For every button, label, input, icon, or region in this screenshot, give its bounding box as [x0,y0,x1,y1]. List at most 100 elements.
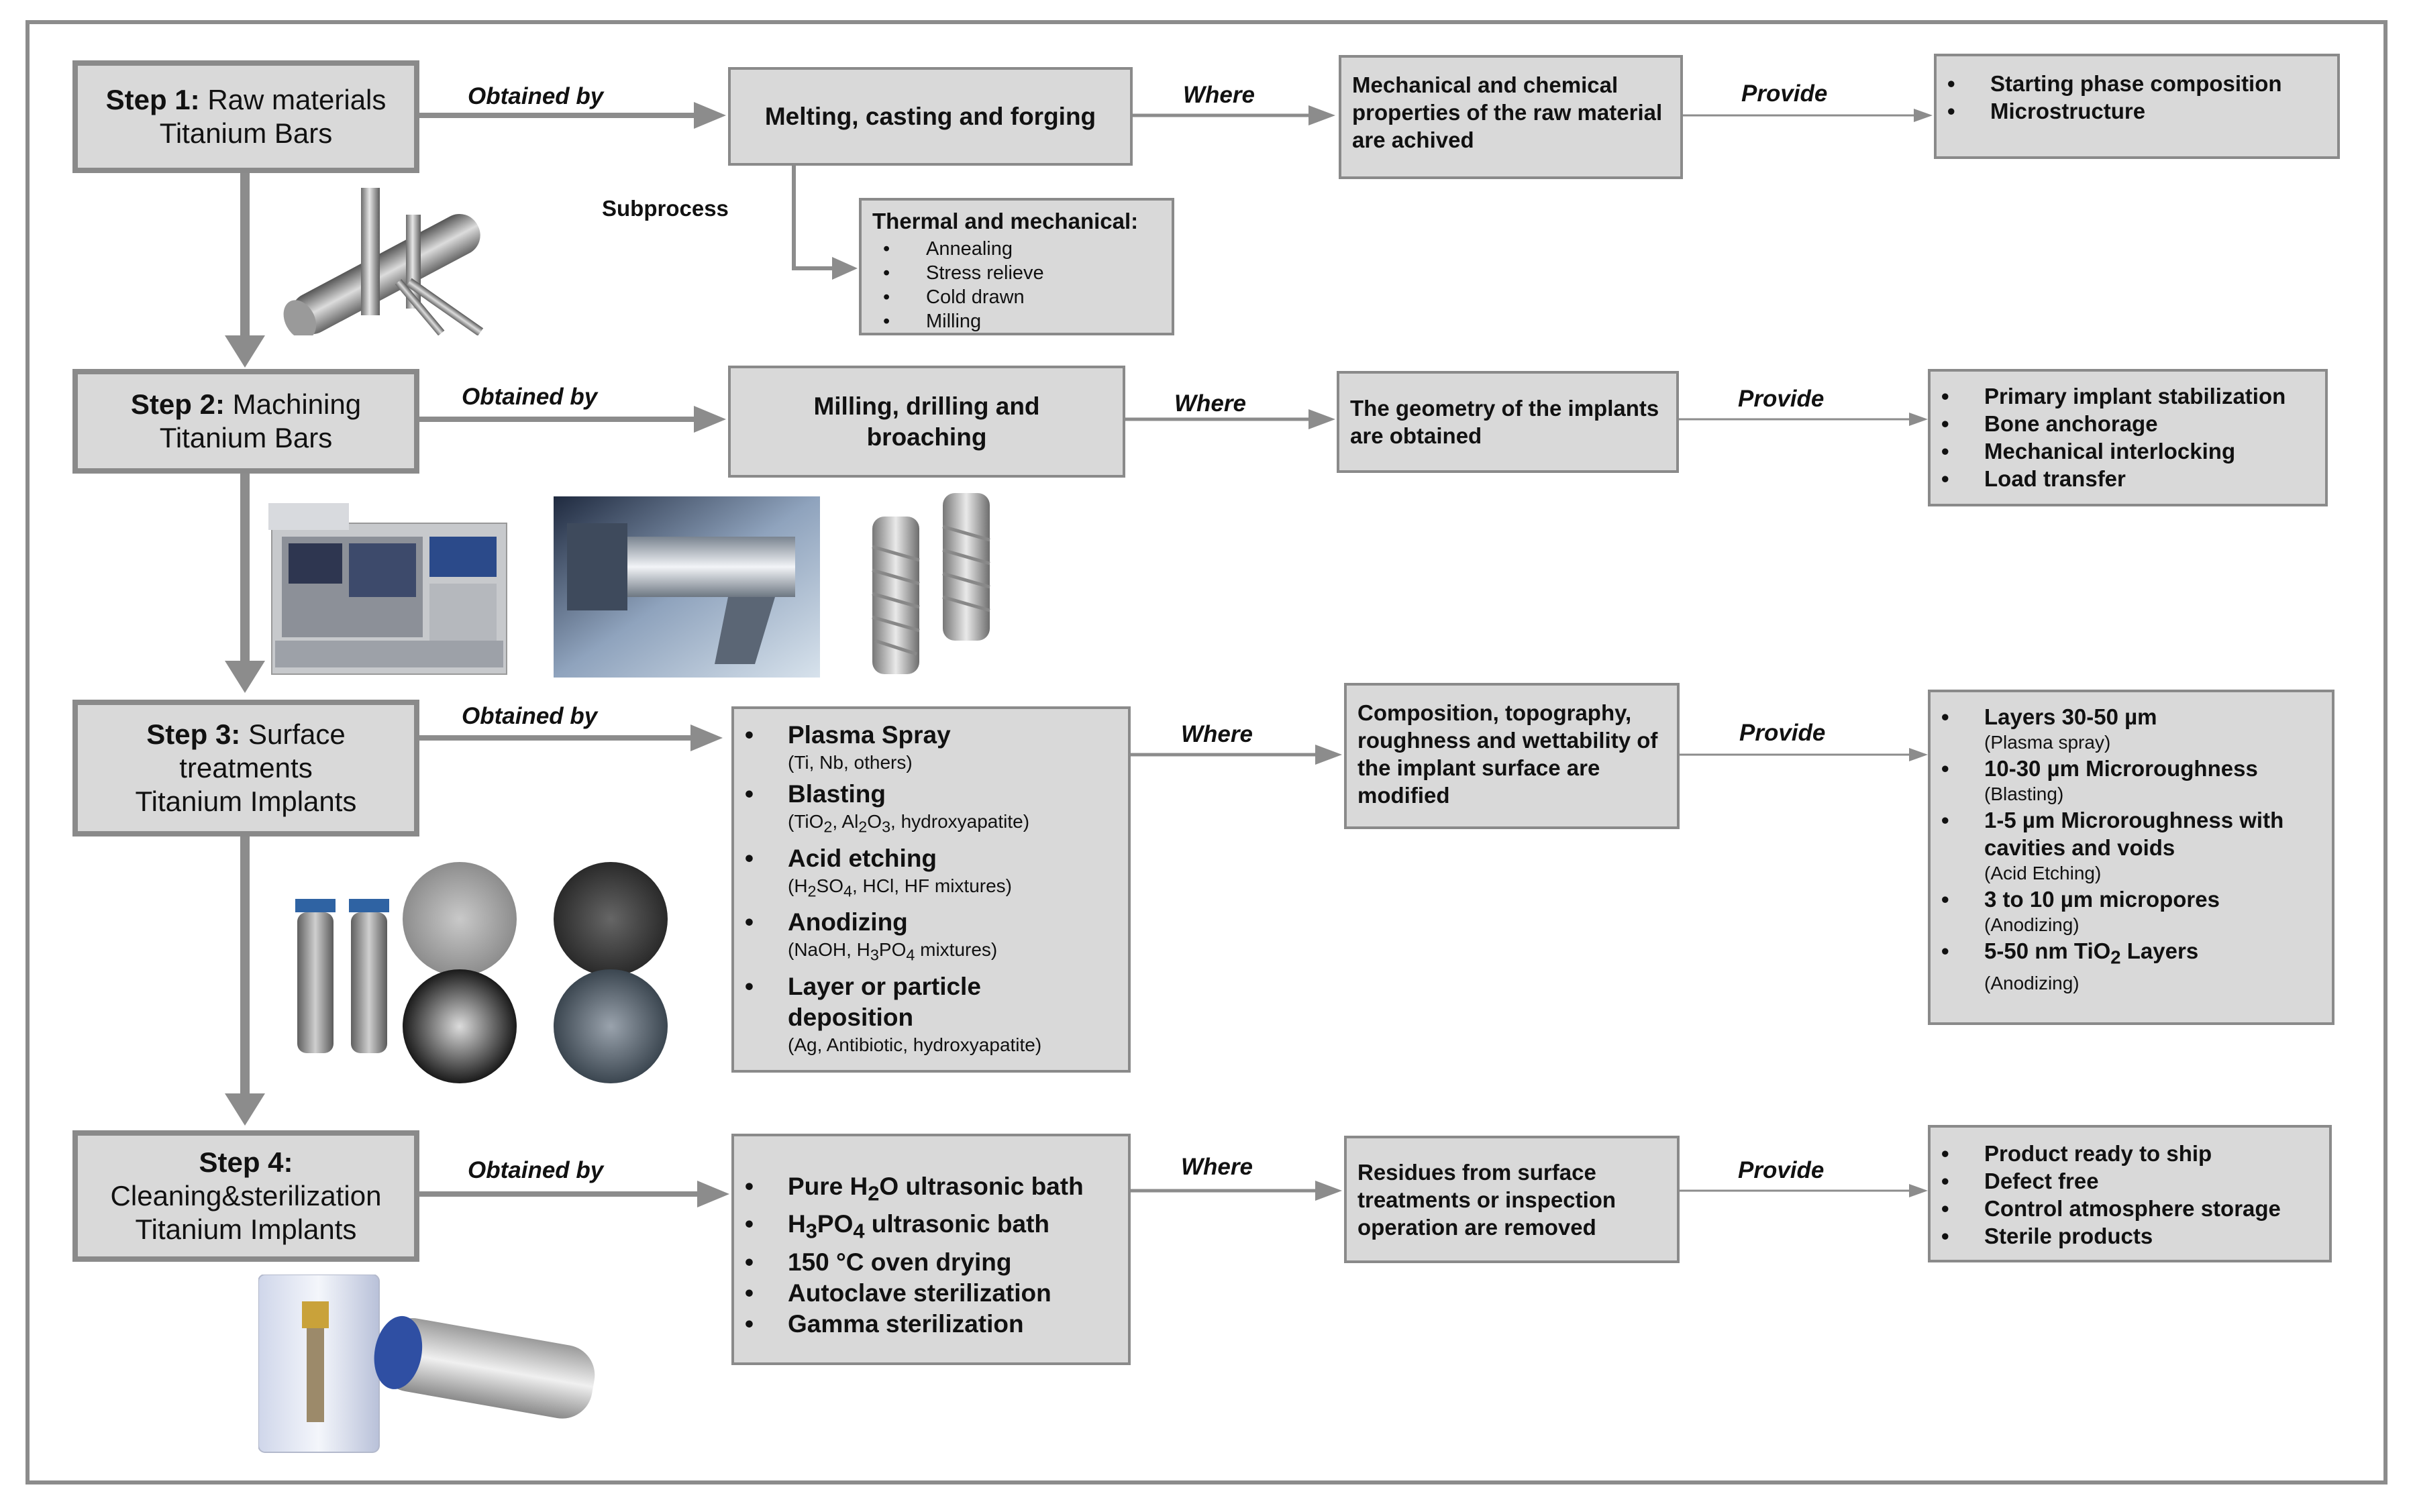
step-4-process-box: Pure H2O ultrasonic bath H3PO4 ultrasoni… [731,1134,1131,1365]
step-3-provide-item: Layers 30-50 µm (Plasma spray) [1931,703,2332,755]
step-2-result: The geometry of the implants are obtaine… [1350,396,1659,448]
step-3-provide-item: 5-50 nm TiO2 Layers (Anodizing) [1931,937,2332,995]
cnc-machine-image [268,490,527,681]
provide-label-1: Provide [1741,80,1828,107]
step-2-process-box: Milling, drilling and broaching [728,366,1125,478]
step-4-process-item: Autoclave sterilization [734,1278,1128,1309]
step-2-result-box: The geometry of the implants are obtaine… [1337,371,1679,473]
step-1-result: Mechanical and chemical properties of th… [1352,72,1663,152]
step-3-provides-box: Layers 30-50 µm (Plasma spray) 10-30 µm M… [1928,690,2334,1025]
step-4-provide-item: Control atmosphere storage [1931,1195,2329,1222]
surface-treated-implants-image [295,862,668,1083]
step-3-process-name: Plasma Spray [788,721,951,749]
where-label-1: Where [1183,82,1255,108]
step-4-label: Step 4: [199,1146,293,1178]
step-4-process-item: Pure H2O ultrasonic bath [734,1171,1128,1209]
step-3-process-name: Layer or particle deposition [788,972,981,1031]
where-label-4: Where [1181,1154,1253,1180]
step-4-provide-item: Product ready to ship [1931,1140,2329,1167]
outer-frame [25,20,2388,1484]
step-4-process-item: 150 °C oven drying [734,1247,1128,1278]
step-3-process-name: Anodizing [788,908,908,936]
obtained-by-label-1: Obtained by [468,83,604,109]
step-2-text: Machining [232,388,362,420]
dental-implant-screws-image [872,493,990,674]
subprocess-title: Thermal and mechanical: [872,209,1139,233]
sterile-packaging-image [258,1275,595,1453]
provide-label-2: Provide [1738,386,1825,412]
step-3-process-detail: (TiO2, Al2O3, hydroxyapatite) [788,811,1030,836]
step-3-process-item: Anodizing (NaOH, H3PO4 mixtures) [734,907,1128,967]
step-3-provide-item: 3 to 10 µm micropores(Anodizing) [1931,885,2332,937]
step-1-text: Raw materials [207,84,387,115]
provide-label-4: Provide [1738,1157,1825,1183]
step-3-provide-text: 5-50 nm TiO2 Layers [1984,938,2199,968]
step-3-process-detail: (H2SO4, HCl, HF mixtures) [788,875,1012,900]
step-4-box: Step 4: Cleaning&sterilization Titanium … [72,1130,419,1262]
step-1-box: Step 1: Raw materials Titanium Bars [72,60,419,173]
step-4-process-item: Gamma sterilization [734,1309,1128,1340]
step-3-provide-item: 1-5 µm Microroughness with cavities and … [1931,806,2332,885]
step-2-provide-item: Load transfer [1931,465,2325,492]
step-3-process-item: Layer or particle deposition (Ag, Antibio… [734,971,1128,1057]
step-1-result-box: Mechanical and chemical properties of th… [1339,55,1683,179]
subprocess-label: Subprocess [602,196,729,221]
step-3-provide-note: (Anodizing) [1984,972,2080,993]
step-3-process-detail: (Ag, Antibiotic, hydroxyapatite) [788,1034,1042,1055]
step-3-process-name: Acid etching [788,844,937,872]
step-3-provide-text: 3 to 10 µm micropores [1984,887,2220,912]
step-1-product: Titanium Bars [159,117,333,149]
provide-label-3: Provide [1739,720,1826,746]
step-3-process-name: Blasting [788,780,886,808]
where-label-3: Where [1181,721,1253,747]
step-3-provide-note: (Plasma spray) [1984,732,2111,753]
step-4-text: Cleaning&sterilization [110,1180,382,1211]
step-2-label: Step 2: [130,388,225,420]
lathe-turning-image [554,496,820,678]
obtained-by-label-3: Obtained by [462,703,598,729]
step-1-provide-item: Starting phase composition [1937,70,2337,97]
step-1-label: Step 1: [105,84,200,115]
step-3-provide-note: (Blasting) [1984,784,2064,804]
step-3-provide-note: (Acid Etching) [1984,863,2102,883]
step-1-provides-box: Starting phase composition Microstructur… [1934,54,2340,159]
step-2-provide-item: Mechanical interlocking [1931,437,2325,465]
step-3-provide-note: (Anodizing) [1984,914,2080,935]
step-3-process-detail: (NaOH, H3PO4 mixtures) [788,939,998,964]
step-2-provide-item: Bone anchorage [1931,410,2325,437]
step-2-provides-box: Primary implant stabilization Bone ancho… [1928,369,2328,506]
subprocess-item: Stress relieve [872,261,1165,285]
step-3-text: Surface treatments [179,718,346,784]
step-3-provide-text: 10-30 µm Microroughness [1984,756,2258,781]
step-4-product: Titanium Implants [135,1213,357,1245]
step-1-provide-item: Microstructure [1937,97,2337,125]
step-2-provide-item: Primary implant stabilization [1931,382,2325,410]
step-3-product: Titanium Implants [135,786,357,817]
step-2-box: Step 2: Machining Titanium Bars [72,369,419,474]
step-4-provide-item: Sterile products [1931,1222,2329,1250]
step-2-process: Milling, drilling and broaching [813,392,1040,451]
step-4-provide-item: Defect free [1931,1167,2329,1195]
step-3-process-box: Plasma Spray (Ti, Nb, others) Blasting (Ti… [731,706,1131,1073]
step-4-provides-box: Product ready to ship Defect free Contro… [1928,1125,2332,1262]
where-label-2: Where [1174,390,1246,417]
step-3-label: Step 3: [146,718,241,750]
subprocess-box: Thermal and mechanical: Annealing Stress… [859,198,1174,335]
subprocess-item: Milling [872,309,1165,333]
step-2-product: Titanium Bars [159,422,333,453]
step-3-provide-text: 1-5 µm Microroughness with cavities and … [1984,808,2284,860]
subprocess-item: Cold drawn [872,285,1165,309]
step-3-process-item: Plasma Spray (Ti, Nb, others) [734,720,1128,775]
step-4-result-box: Residues from surface treatments or insp… [1344,1136,1680,1263]
step-3-result: Composition, topography, roughness and w… [1357,700,1658,808]
step-4-process-item: H3PO4 ultrasonic bath [734,1209,1128,1246]
step-3-provide-item: 10-30 µm Microroughness (Blasting) [1931,755,2332,806]
obtained-by-label-4: Obtained by [468,1157,604,1183]
obtained-by-label-2: Obtained by [462,384,598,410]
step-3-provide-text: Layers 30-50 µm [1984,704,2157,729]
subprocess-item: Annealing [872,237,1165,261]
titanium-bars-image [283,188,484,335]
step-1-process: Melting, casting and forging [764,102,1096,130]
step-3-process-detail: (Ti, Nb, others) [788,752,913,773]
